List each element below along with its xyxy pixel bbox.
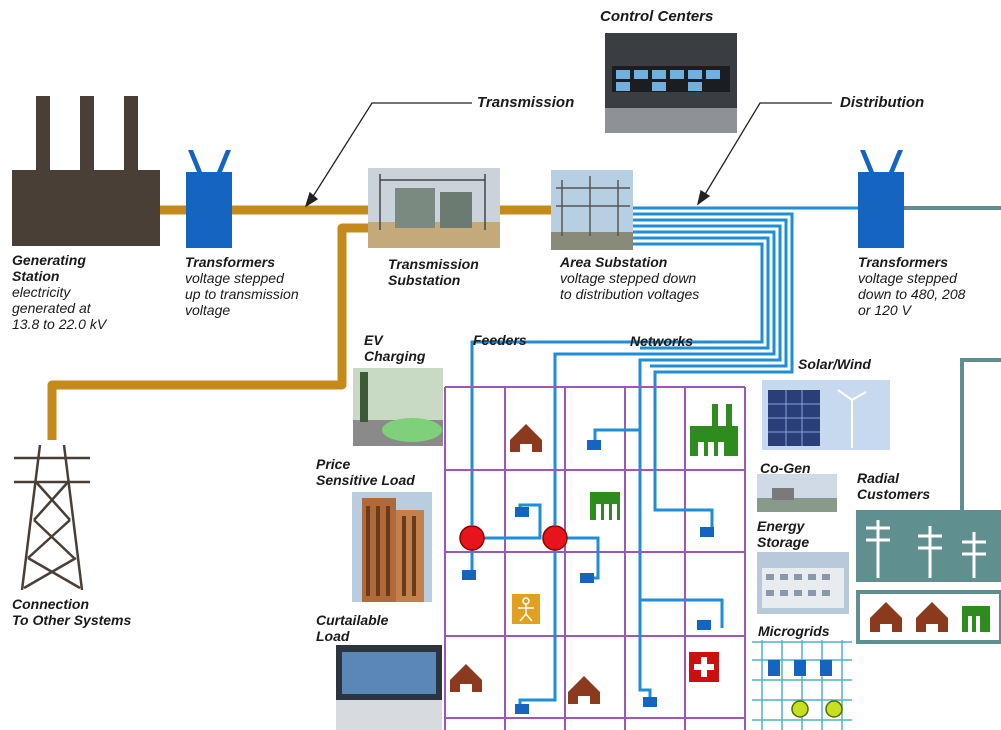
distribution-grid: [444, 386, 746, 730]
ev-charging-label: EV Charging: [364, 332, 425, 364]
transmission-tower-icon: [14, 444, 90, 591]
transmission-callout-label: Transmission: [477, 94, 575, 111]
price-line2: Sensitive Load: [316, 472, 415, 488]
transmission-lines: [47, 205, 553, 440]
radial-line2: Customers: [857, 486, 931, 502]
radial-customers-block: [856, 510, 1001, 644]
transmission-substation-photo: [368, 168, 500, 248]
step-up-title: Transformers: [185, 254, 276, 270]
breaker-node: [542, 525, 568, 551]
radial-feeder: [960, 358, 1001, 512]
breaker-node: [459, 525, 485, 551]
connection-line1: Connection: [12, 596, 89, 612]
person-icon: [512, 594, 540, 624]
energy-storage-label: Energy Storage: [757, 518, 809, 550]
curtail-line2: Load: [316, 628, 350, 644]
storage-line2: Storage: [757, 534, 810, 550]
area-substation-desc-line2: to distribution voltages: [560, 286, 700, 302]
control-centers-label: Control Centers: [600, 8, 714, 25]
microgrids-label: Microgrids: [758, 623, 830, 639]
step-up-desc-line3: voltage: [185, 302, 231, 318]
area-substation-label: Area Substation voltage stepped down to …: [560, 254, 699, 302]
area-substation-desc-line1: voltage stepped down: [560, 270, 697, 286]
grid-factory: [690, 404, 738, 456]
generating-station-label: Generating Station electricity generated…: [12, 252, 106, 332]
transmission-substation-line1: Transmission: [388, 256, 479, 272]
generating-station-icon: [12, 96, 160, 246]
price-sensitive-photo: [352, 492, 432, 602]
step-down-desc-line3: or 120 V: [858, 302, 911, 318]
grid-factory-small: [590, 492, 620, 520]
generating-station-title-line2: Station: [12, 268, 60, 284]
step-up-transformer-icon: [186, 150, 232, 248]
step-down-title: Transformers: [858, 254, 949, 270]
feeder-transformers: [462, 440, 714, 714]
transmission-substation-line2: Substation: [388, 272, 461, 288]
networks-label: Networks: [630, 333, 694, 349]
distribution-bundle: [470, 206, 860, 628]
step-down-desc-line1: voltage stepped: [858, 270, 957, 286]
step-up-desc-line2: up to transmission: [185, 286, 299, 302]
solar-wind-photo: [762, 380, 890, 450]
step-down-transformer-icon: [858, 150, 904, 248]
radial-line1: Radial: [857, 470, 900, 486]
generating-station-desc-line1: electricity: [12, 284, 71, 300]
step-down-desc-line2: down to 480, 208: [858, 286, 966, 302]
feeders-label: Feeders: [473, 332, 527, 348]
generating-station-title-line1: Generating: [12, 252, 86, 268]
callout-arrows: [304, 102, 832, 208]
step-down-transformer-label: Transformers voltage stepped down to 480…: [858, 254, 965, 318]
step-up-desc-line1: voltage stepped: [185, 270, 284, 286]
control-center-photo: [605, 33, 737, 133]
microgrid-icon: [752, 640, 852, 730]
area-substation-title: Area Substation: [560, 254, 668, 270]
ev-charging-photo: [353, 368, 443, 446]
transmission-substation-label: Transmission Substation: [388, 256, 479, 288]
connection-line2: To Other Systems: [12, 612, 132, 628]
hospital-icon: [689, 652, 719, 682]
connection-label: Connection To Other Systems: [12, 596, 131, 628]
curtailable-load-photo: [336, 645, 442, 730]
curtailable-label: Curtailable Load: [316, 612, 388, 644]
storage-line1: Energy: [757, 518, 805, 534]
energy-storage-photo: [757, 552, 849, 614]
radial-customers-label: Radial Customers: [857, 470, 930, 502]
grid-houses: [450, 424, 600, 704]
generating-station-desc-line2: generated at: [12, 300, 91, 316]
cogen-label: Co-Gen: [760, 460, 811, 476]
price-line1: Price: [316, 456, 351, 472]
cogen-photo: [757, 474, 837, 512]
price-sensitive-label: Price Sensitive Load: [316, 456, 415, 488]
area-substation-photo: [551, 170, 633, 250]
generating-station-desc-line3: 13.8 to 22.0 kV: [12, 316, 107, 332]
ev-line1: EV: [364, 332, 383, 348]
ev-line2: Charging: [364, 348, 426, 364]
curtail-line1: Curtailable: [316, 612, 389, 628]
distribution-callout-label: Distribution: [840, 94, 925, 111]
solar-wind-label: Solar/Wind: [798, 356, 871, 372]
step-up-transformer-label: Transformers voltage stepped up to trans…: [185, 254, 299, 318]
